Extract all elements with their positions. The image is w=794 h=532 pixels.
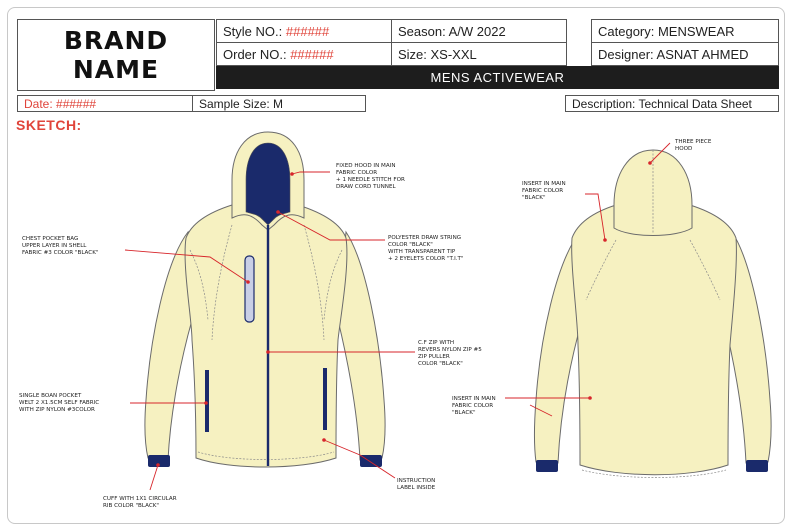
back-jacket xyxy=(534,149,772,476)
note-line: + 1 NEEDLE STITCH FOR xyxy=(336,177,405,183)
description-field: Description: Technical Data Sheet xyxy=(565,95,779,112)
callout-dots xyxy=(156,161,652,467)
note-line: HOOD xyxy=(675,146,693,152)
note-line: INSERT IN MAIN xyxy=(522,181,566,187)
note-line: SINGLE BOAN POCKET xyxy=(19,393,82,399)
note-line: THREE PIECE xyxy=(675,139,712,145)
note-line: FABRIC COLOR xyxy=(522,188,564,194)
sample-size-field: Sample Size: M xyxy=(192,95,366,112)
order-number-label: Order NO.: xyxy=(223,46,287,62)
designer-text: Designer: ASNAT AHMED xyxy=(598,46,749,62)
note-line: FABRIC #3 COLOR "BLACK" xyxy=(22,250,99,256)
note-line: COLOR "BLACK" xyxy=(388,242,433,248)
front-left-cuff xyxy=(148,455,170,467)
front-left-sleeve xyxy=(144,230,193,461)
tech-sheet-frame xyxy=(7,7,785,524)
front-right-sleeve xyxy=(337,230,386,461)
designer-field: Designer: ASNAT AHMED xyxy=(591,42,779,66)
sketch-title: SKETCH: xyxy=(16,117,82,133)
sample-size-text: Sample Size: M xyxy=(199,96,284,111)
note-line: RIB COLOR "BLACK" xyxy=(103,503,159,509)
date-text: Date: ###### xyxy=(24,96,97,111)
style-number-label: Style NO.: xyxy=(223,23,283,39)
note-line: FIXED HOOD IN MAIN xyxy=(336,163,396,169)
front-hood-lining xyxy=(245,142,291,226)
category-text: Category: MENSWEAR xyxy=(598,23,735,39)
note-line: FABRIC COLOR xyxy=(452,403,494,409)
brand-line-1: BRAND xyxy=(63,26,169,55)
note-line: LABEL INSIDE xyxy=(397,485,436,491)
note-line: WITH ZIP NYLON #3COLOR xyxy=(19,407,95,413)
note-line: INSTRUCTION xyxy=(397,478,436,484)
season-text: Season: A/W 2022 xyxy=(398,23,506,39)
note-line: WELT 2 X1.5cm SELF FABRIC xyxy=(19,400,100,406)
note-line: CUFF WITH 1x1 CIRCULAR xyxy=(103,496,177,502)
note-line: DRAW CORD TUNNEL xyxy=(336,184,396,190)
right-welt-pocket xyxy=(323,368,327,430)
note-line: POLYESTER DRAW STRING xyxy=(388,235,462,241)
note-line: + 2 EYELETS COLOR "T.I.T" xyxy=(388,256,464,262)
back-left-cuff xyxy=(536,460,558,472)
note-line: REVERS NYLON ZIP #5 xyxy=(418,347,482,353)
note-line: "BLACK" xyxy=(452,410,476,416)
product-banner-text: MENS ACTIVEWEAR xyxy=(430,70,565,85)
order-number-value: ###### xyxy=(290,46,334,62)
note-line: FABRIC COLOR xyxy=(336,170,378,176)
back-right-cuff xyxy=(746,460,768,472)
product-banner: MENS ACTIVEWEAR xyxy=(216,66,779,89)
style-number-value: ###### xyxy=(285,23,330,39)
note-line: WITH TRANSPARENT TIP xyxy=(388,249,456,255)
back-left-sleeve xyxy=(534,230,583,464)
description-text: Description: Technical Data Sheet xyxy=(572,96,752,111)
size-text: Size: XS-XXL xyxy=(398,46,477,62)
note-line: ZIP PULLER xyxy=(418,354,450,360)
note-line: INSERT IN MAIN xyxy=(452,396,496,402)
note-line: CHEST POCKET BAG xyxy=(22,236,79,242)
style-number-field: Style NO.: ###### xyxy=(216,19,392,43)
chest-pocket xyxy=(244,255,255,323)
size-field: Size: XS-XXL xyxy=(391,42,567,66)
front-seams xyxy=(189,224,343,460)
note-line: COLOR "BLACK" xyxy=(418,361,463,367)
note-line: C.F ZIP WITH xyxy=(418,340,455,346)
left-welt-pocket xyxy=(205,370,209,432)
callout-lines xyxy=(124,142,671,491)
front-body xyxy=(184,204,348,468)
note-line: UPPER LAYER IN SHELL xyxy=(22,243,87,249)
brand-line-2: NAME xyxy=(72,55,160,84)
front-right-cuff xyxy=(360,455,382,467)
back-seams xyxy=(581,150,727,478)
back-body xyxy=(571,204,737,476)
back-right-sleeve xyxy=(723,230,772,464)
note-line: "BLACK" xyxy=(522,195,546,201)
